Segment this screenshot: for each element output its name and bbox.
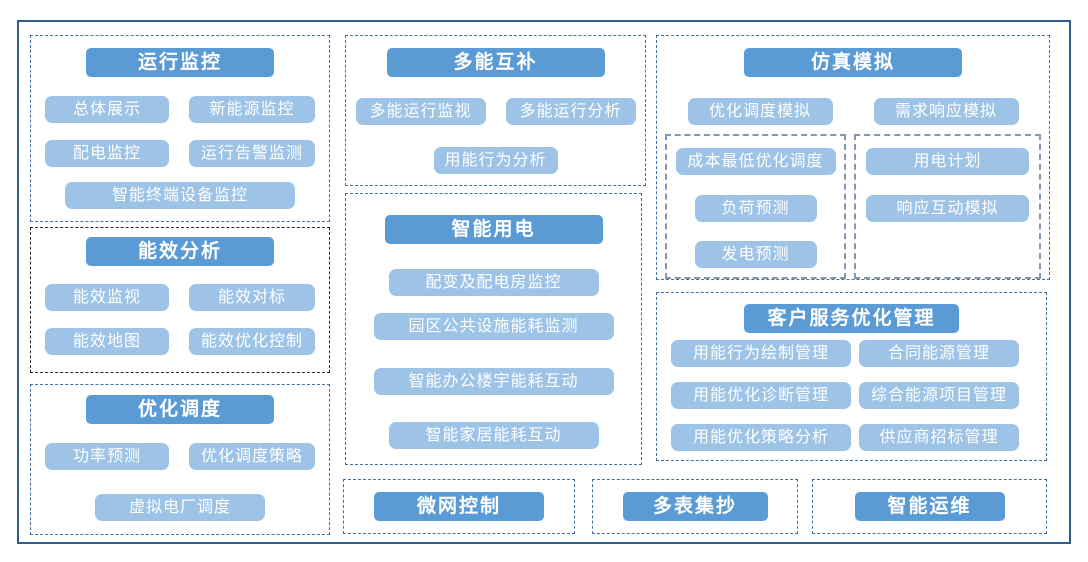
operation-monitoring-title: 运行监控	[86, 48, 274, 77]
panel-multi-meter-reading: 多表集抄	[592, 479, 798, 534]
item-multi-energy-operation-monitoring: 多能运行监视	[355, 98, 486, 125]
panel-simulation: 仿真模拟 优化调度模拟 需求响应模拟 成本最低优化调度 负荷预测 发电预测 用电…	[656, 35, 1050, 280]
multi-meter-reading-title: 多表集抄	[622, 492, 768, 521]
optimal-dispatch-title: 优化调度	[86, 395, 274, 424]
panel-intelligent-operation-maintenance: 智能运维	[812, 479, 1047, 534]
item-energy-optimization-strategy-analysis: 用能优化策略分析	[671, 424, 851, 451]
multi-energy-title: 多能互补	[386, 48, 605, 77]
item-energy-optimization-diagnosis: 用能优化诊断管理	[671, 382, 851, 409]
subbox-power-plan: 用电计划 响应互动模拟	[854, 134, 1041, 279]
item-power-forecast: 功率预测	[45, 443, 169, 470]
item-lowest-cost-dispatch: 成本最低优化调度	[675, 148, 836, 175]
item-efficiency-map: 能效地图	[45, 328, 169, 355]
item-power-use-plan: 用电计划	[866, 148, 1029, 175]
panel-smart-power-use: 智能用电 配变及配电房监控 园区公共设施能耗监测 智能办公楼宇能耗互动 智能家居…	[345, 193, 642, 465]
item-load-forecast: 负荷预测	[694, 195, 817, 222]
item-virtual-power-plant-dispatch: 虚拟电厂调度	[95, 494, 265, 521]
item-efficiency-benchmarking: 能效对标	[189, 284, 315, 311]
item-dispatch-strategy: 优化调度策略	[189, 443, 315, 470]
energy-efficiency-title: 能效分析	[86, 237, 274, 266]
panel-operation-monitoring: 运行监控 总体展示 新能源监控 配电监控 运行告警监测 智能终端设备监控	[30, 35, 330, 222]
item-overall-display: 总体展示	[45, 96, 169, 123]
panel-customer-service-optimization: 客户服务优化管理 用能行为绘制管理 合同能源管理 用能优化诊断管理 综合能源项目…	[656, 292, 1047, 461]
panel-energy-efficiency-analysis: 能效分析 能效监视 能效对标 能效地图 能效优化控制	[30, 227, 330, 373]
smart-power-title: 智能用电	[384, 215, 603, 244]
panel-optimal-dispatch: 优化调度 功率预测 优化调度策略 虚拟电厂调度	[30, 384, 330, 535]
item-energy-behavior-analysis: 用能行为分析	[433, 147, 558, 174]
item-smart-office-building-interaction: 智能办公楼宇能耗互动	[373, 368, 614, 395]
item-distribution-monitoring: 配电监控	[45, 140, 169, 167]
simulation-title: 仿真模拟	[744, 48, 962, 77]
item-park-facility-energy-monitoring: 园区公共设施能耗监测	[373, 313, 614, 340]
item-smart-terminal-monitoring: 智能终端设备监控	[65, 182, 295, 209]
item-integrated-energy-project-management: 综合能源项目管理	[859, 382, 1019, 409]
item-multi-energy-operation-analysis: 多能运行分析	[505, 98, 636, 125]
panel-microgrid-control: 微网控制	[343, 479, 575, 534]
item-new-energy-monitoring: 新能源监控	[189, 96, 315, 123]
intelligent-om-title: 智能运维	[854, 492, 1005, 521]
item-dispatch-simulation: 优化调度模拟	[687, 98, 833, 125]
outer-frame	[17, 20, 1071, 544]
item-smart-home-energy-interaction: 智能家居能耗互动	[388, 422, 599, 449]
subbox-cost-optimization: 成本最低优化调度 负荷预测 发电预测	[665, 134, 846, 279]
microgrid-control-title: 微网控制	[374, 492, 544, 521]
item-contract-energy-management: 合同能源管理	[859, 340, 1019, 367]
item-transformer-room-monitoring: 配变及配电房监控	[388, 269, 599, 296]
item-demand-response-simulation: 需求响应模拟	[873, 98, 1019, 125]
item-generation-forecast: 发电预测	[694, 241, 817, 268]
item-response-interaction-simulation: 响应互动模拟	[866, 195, 1029, 222]
item-efficiency-optimization-control: 能效优化控制	[189, 328, 315, 355]
customer-service-title: 客户服务优化管理	[744, 304, 959, 333]
item-energy-behavior-profile-management: 用能行为绘制管理	[671, 340, 851, 367]
panel-multi-energy-complementarity: 多能互补 多能运行监视 多能运行分析 用能行为分析	[345, 35, 646, 186]
item-efficiency-monitoring: 能效监视	[45, 284, 169, 311]
item-alarm-monitoring: 运行告警监测	[189, 140, 315, 167]
item-supplier-bidding-management: 供应商招标管理	[859, 424, 1019, 451]
